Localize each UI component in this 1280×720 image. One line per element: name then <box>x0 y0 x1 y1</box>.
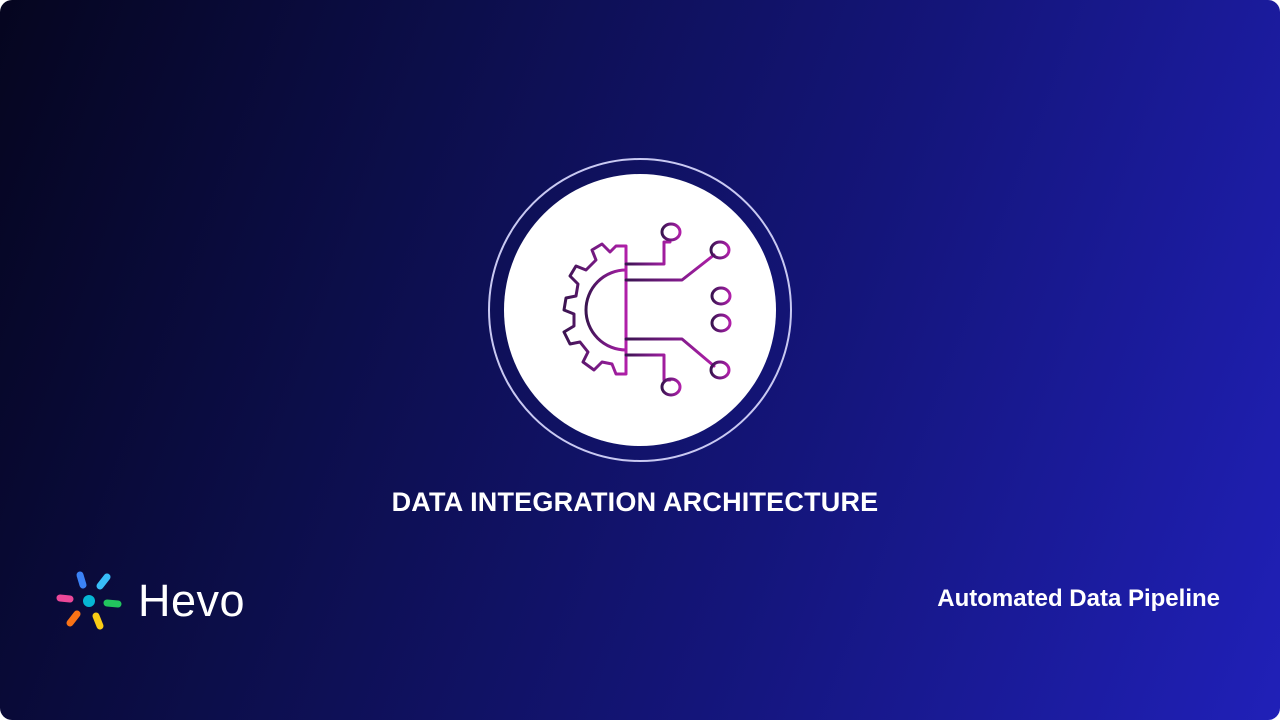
icon-ring <box>488 158 792 462</box>
hevo-logo[interactable]: Hevo <box>55 568 245 634</box>
brand-name: Hevo <box>138 575 246 626</box>
gear-circuit-icon <box>504 174 776 446</box>
page-title: DATA INTEGRATION ARCHITECTURE <box>391 487 879 517</box>
hevo-starburst-logo-icon <box>56 571 122 630</box>
tagline: Automated Data Pipeline <box>937 585 1220 612</box>
